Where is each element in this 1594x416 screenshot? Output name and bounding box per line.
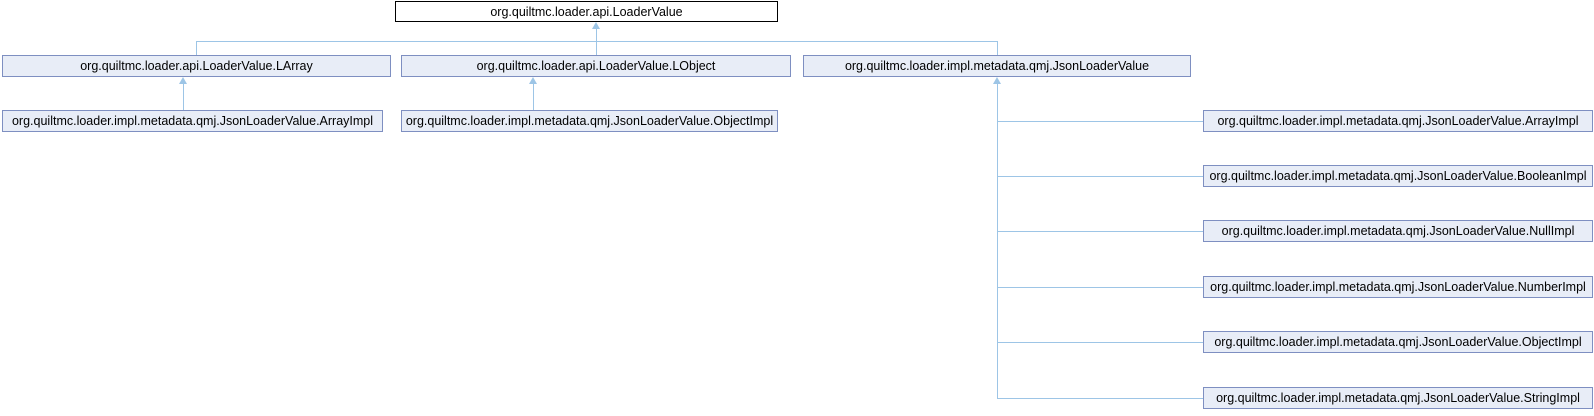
node-arrayimpl[interactable]: org.quiltmc.loader.impl.metadata.qmj.Jso… [1203, 110, 1593, 132]
node-jsonloadervalue[interactable]: org.quiltmc.loader.impl.metadata.qmj.Jso… [803, 55, 1191, 77]
edge-arrayimpl-to-larray [183, 83, 184, 110]
edge-branch-numberimpl [997, 287, 1204, 288]
node-booleanimpl[interactable]: org.quiltmc.loader.impl.metadata.qmj.Jso… [1203, 165, 1593, 187]
edge-branch-booleanimpl [997, 176, 1204, 177]
inheritance-arrow-icon [592, 22, 600, 29]
edge-objectimpl-to-lobject [533, 83, 534, 110]
edge-branch-stringimpl [997, 398, 1204, 399]
inheritance-arrow-icon [529, 77, 537, 84]
inheritance-arrow-icon [993, 77, 1001, 84]
node-larray[interactable]: org.quiltmc.loader.api.LoaderValue.LArra… [2, 55, 391, 77]
node-loadervalue[interactable]: org.quiltmc.loader.api.LoaderValue [395, 1, 778, 22]
edge-lobject-to-root [596, 29, 597, 55]
inheritance-arrow-icon [179, 77, 187, 84]
edge-jsonloadervalue-trunk [997, 83, 998, 399]
node-objectimpl[interactable]: org.quiltmc.loader.impl.metadata.qmj.Jso… [1203, 331, 1593, 353]
node-stringimpl[interactable]: org.quiltmc.loader.impl.metadata.qmj.Jso… [1203, 387, 1593, 409]
edge-larray-to-root [196, 41, 197, 55]
edge-branch-nullimpl [997, 231, 1204, 232]
node-objectimpl-left[interactable]: org.quiltmc.loader.impl.metadata.qmj.Jso… [401, 110, 778, 132]
edge-root-bus [196, 41, 998, 42]
edge-branch-objectimpl [997, 342, 1204, 343]
node-arrayimpl-left[interactable]: org.quiltmc.loader.impl.metadata.qmj.Jso… [2, 110, 383, 132]
edge-jsonloadervalue-to-root [997, 41, 998, 55]
edge-branch-arrayimpl [997, 121, 1204, 122]
node-lobject[interactable]: org.quiltmc.loader.api.LoaderValue.LObje… [401, 55, 791, 77]
node-nullimpl[interactable]: org.quiltmc.loader.impl.metadata.qmj.Jso… [1203, 220, 1593, 242]
node-numberimpl[interactable]: org.quiltmc.loader.impl.metadata.qmj.Jso… [1203, 276, 1593, 298]
